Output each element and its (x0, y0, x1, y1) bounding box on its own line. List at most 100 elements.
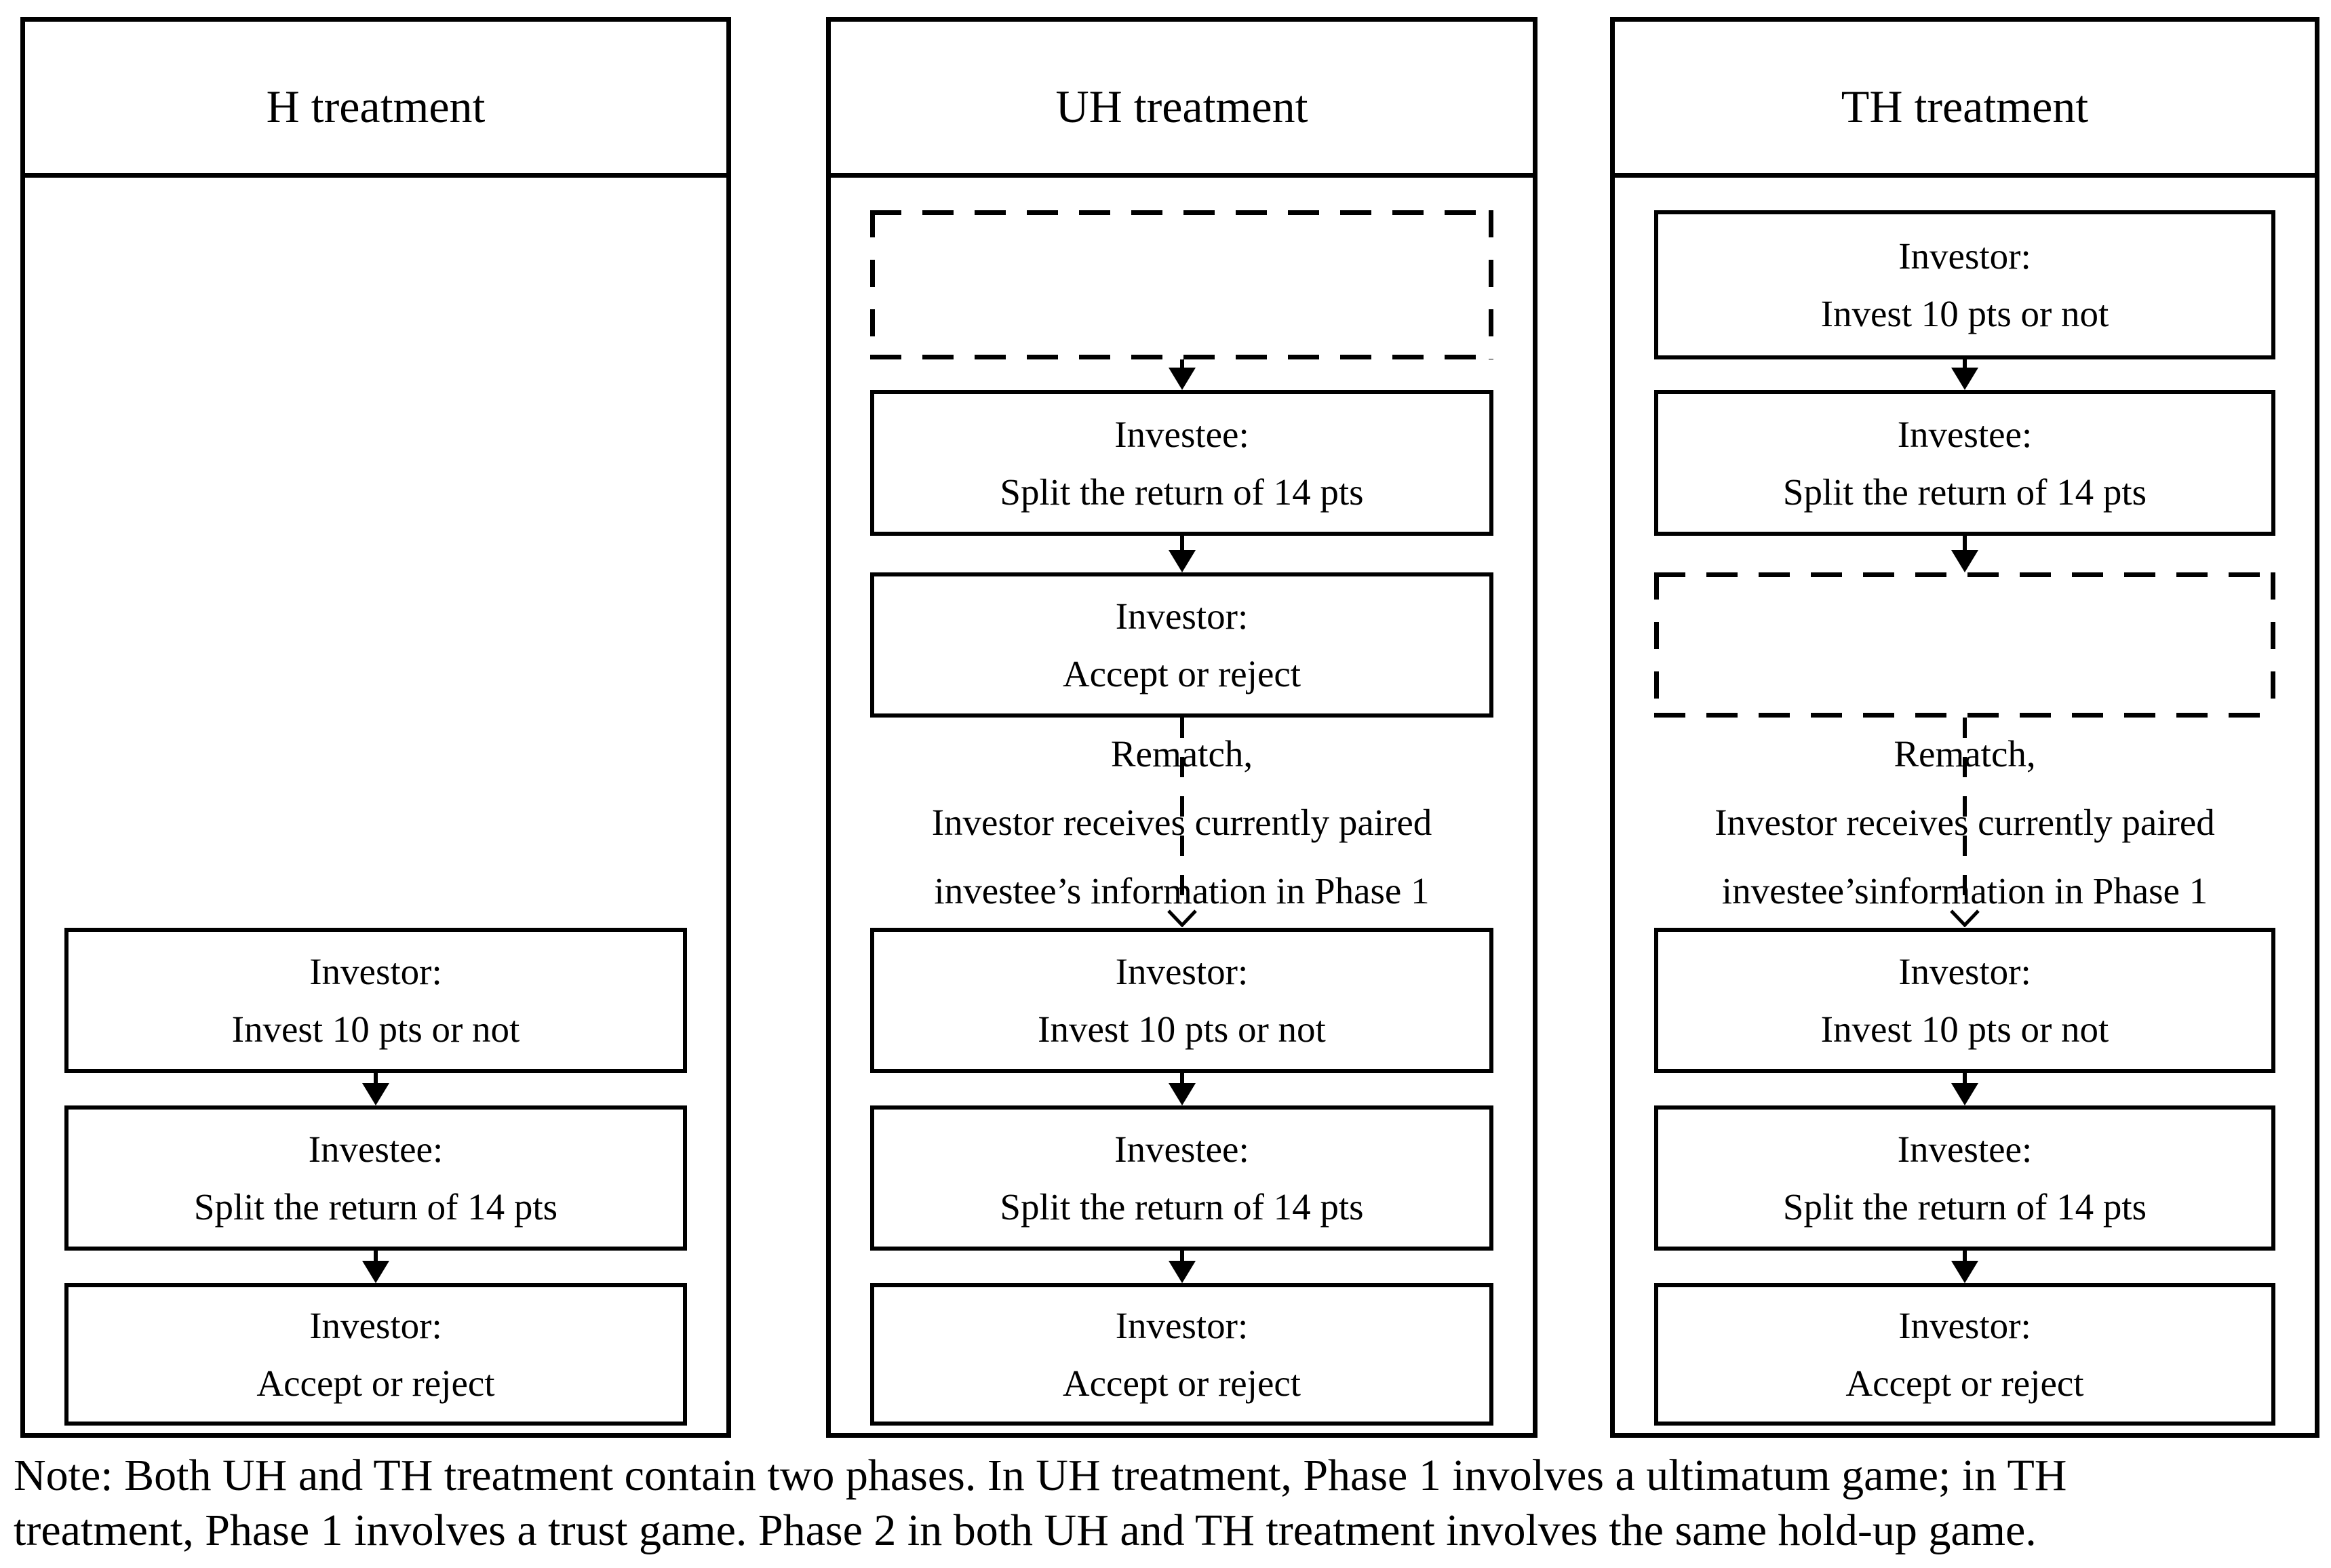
rematch-line1: Rematch, (1894, 733, 2036, 775)
action-label: Invest 10 pts or not (1038, 1008, 1326, 1050)
arrow-head-icon (1168, 368, 1196, 390)
box-investor-accept: Investor: Accept or reject (1654, 1283, 2275, 1426)
panel-h-title: H treatment (25, 22, 726, 178)
action-label: Accept or reject (1062, 1363, 1301, 1404)
action-label: Split the return of 14 pts (1000, 471, 1364, 513)
box-investor-invest: Investor: Invest 10 pts or not (870, 928, 1493, 1073)
role-label: Investor: (1115, 1305, 1249, 1346)
arrow-down-icon (831, 359, 1533, 390)
panel-uh-treatment: UH treatment Investee: Split the return … (826, 17, 1537, 1438)
rematch-dashed-arrow: Rematch, Investor receives currently pai… (1615, 718, 2315, 928)
box-investor-accept: Investor: Accept or reject (64, 1283, 687, 1426)
arrow-down-icon (1615, 536, 2315, 572)
dashed-border-top (1654, 572, 2275, 577)
arrow-shaft (1179, 1251, 1184, 1261)
role-label: Investor: (1898, 1305, 2031, 1346)
arrow-head-icon (1951, 1083, 1978, 1105)
box-investor-invest: Investor: Invest 10 pts or not (64, 928, 687, 1073)
dashed-border-top (870, 210, 1493, 215)
arrow-head-icon (1168, 1261, 1196, 1283)
action-label: Invest 10 pts or not (231, 1008, 520, 1050)
arrow-down-icon (1615, 1251, 2315, 1283)
panel-th-title-label: TH treatment (1841, 80, 2089, 132)
panel-th-body: TH treatment Investor: Invest 10 pts or … (1615, 22, 2315, 1433)
box-investee-split: Investee: Split the return of 14 pts (1654, 1105, 2275, 1251)
rematch-line1: Rematch, (1110, 733, 1253, 775)
arrow-down-icon (1615, 1073, 2315, 1105)
dashed-border-right (2271, 572, 2275, 718)
box-investor-accept: Investor: Accept or reject (870, 572, 1493, 718)
arrow-down-icon (831, 1073, 1533, 1105)
panel-h-treatment: H treatment Investor: Invest 10 pts or n… (20, 17, 731, 1438)
panel-uh-title-label: UH treatment (1055, 80, 1308, 132)
rematch-line3: investee’s information in Phase 1 (934, 870, 1430, 912)
arrow-shaft (1963, 359, 1967, 368)
box-investee-split: Investee: Split the return of 14 pts (870, 390, 1493, 536)
arrow-down-icon (831, 536, 1533, 572)
rematch-line2: Investor receives currently paired (931, 802, 1432, 843)
action-label: Accept or reject (1062, 653, 1301, 694)
arrow-head-icon (1951, 550, 1978, 572)
action-label: Split the return of 14 pts (193, 1186, 558, 1228)
panel-h-body: H treatment Investor: Invest 10 pts or n… (25, 22, 726, 1433)
rematch-line3: investee’sinformation in Phase 1 (1721, 870, 2208, 912)
arrow-head-icon (1951, 368, 1978, 390)
dashed-border-right (1489, 210, 1493, 359)
role-label: Investor: (1115, 951, 1249, 992)
arrow-down-icon (25, 1073, 726, 1105)
role-label: Investor: (309, 951, 442, 992)
role-label: Investor: (1898, 235, 2031, 277)
arrow-shaft (1179, 1073, 1184, 1083)
panel-th-treatment: TH treatment Investor: Invest 10 pts or … (1610, 17, 2319, 1438)
panel-th-title: TH treatment (1615, 22, 2315, 178)
arrow-head-icon (1168, 1083, 1196, 1105)
arrow-shaft (374, 1073, 378, 1083)
figure-note-line1: Note: Both UH and TH treatment contain t… (14, 1451, 2067, 1500)
open-arrowhead-icon (1167, 909, 1197, 927)
dashed-placeholder-box (1654, 572, 2275, 718)
arrow-head-icon (1168, 550, 1196, 572)
dashed-arrow-line (1179, 718, 1184, 912)
panel-uh-body: UH treatment Investee: Split the return … (831, 22, 1533, 1433)
role-label: Investee: (308, 1129, 444, 1170)
arrow-shaft (1963, 1251, 1967, 1261)
role-label: Investor: (1898, 951, 2031, 992)
panel-h-title-label: H treatment (266, 80, 486, 132)
box-investee-split: Investee: Split the return of 14 pts (870, 1105, 1493, 1251)
arrow-shaft (1179, 536, 1184, 550)
action-label: Split the return of 14 pts (1782, 1186, 2147, 1228)
action-label: Invest 10 pts or not (1820, 1008, 2109, 1050)
box-investor-invest: Investor: Invest 10 pts or not (1654, 210, 2275, 359)
rematch-line2: Investor receives currently paired (1715, 802, 2215, 843)
rematch-label: Rematch, Investor receives currently pai… (810, 735, 1553, 909)
role-label: Investee: (1114, 1129, 1249, 1170)
arrow-head-icon (1951, 1261, 1978, 1283)
arrow-head-icon (362, 1083, 389, 1105)
action-label: Split the return of 14 pts (1782, 471, 2147, 513)
figure-note: Note: Both UH and TH treatment contain t… (14, 1449, 2326, 1558)
action-label: Invest 10 pts or not (1820, 293, 2109, 334)
role-label: Investee: (1897, 413, 2033, 455)
dashed-border-bottom (1654, 713, 2275, 718)
arrow-shaft (1179, 359, 1184, 368)
dashed-border-bottom (870, 355, 1493, 359)
box-investor-invest: Investor: Invest 10 pts or not (1654, 928, 2275, 1073)
arrow-down-icon (1615, 359, 2315, 390)
figure-note-line2: treatment, Phase 1 involves a trust game… (14, 1505, 2037, 1555)
dashed-border-left (1654, 572, 1659, 718)
role-label: Investee: (1114, 413, 1249, 455)
role-label: Investor: (309, 1305, 442, 1346)
rematch-label: Rematch, Investor receives currently pai… (1594, 735, 2331, 909)
arrow-head-icon (362, 1261, 389, 1283)
box-investor-accept: Investor: Accept or reject (870, 1283, 1493, 1426)
action-label: Split the return of 14 pts (1000, 1186, 1364, 1228)
arrow-down-icon (831, 1251, 1533, 1283)
arrow-down-icon (25, 1251, 726, 1283)
dashed-arrow-line (1963, 718, 1967, 912)
arrow-shaft (1963, 536, 1967, 550)
box-investee-split: Investee: Split the return of 14 pts (1654, 390, 2275, 536)
dashed-border-left (870, 210, 875, 359)
dashed-placeholder-box (870, 210, 1493, 359)
role-label: Investee: (1897, 1129, 2033, 1170)
